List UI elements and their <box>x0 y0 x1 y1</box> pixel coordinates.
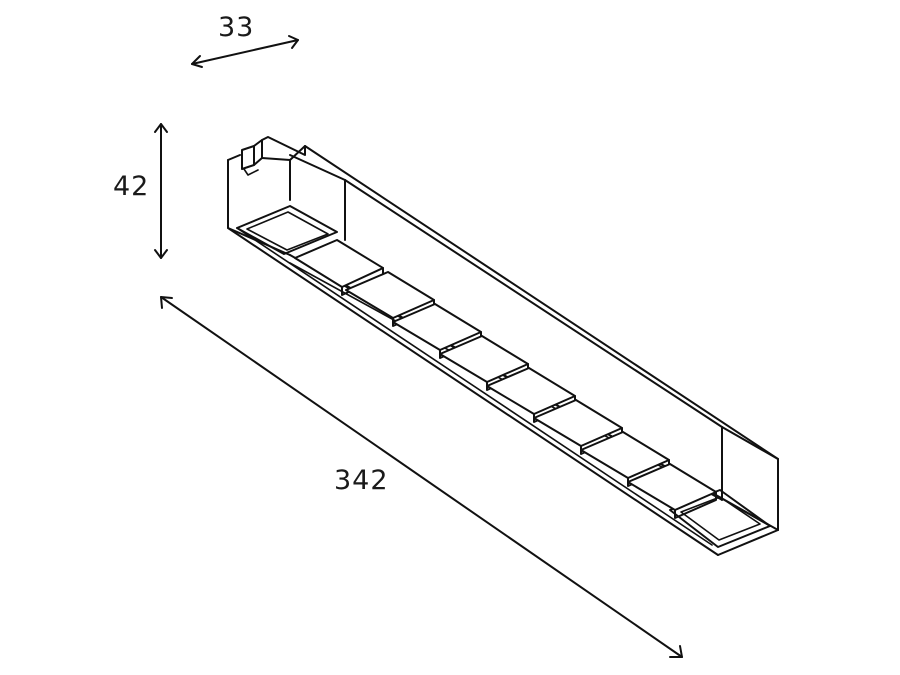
length-dimension-arrow <box>160 296 683 658</box>
lens-cell <box>627 463 717 519</box>
height-dimension-label: 42 <box>113 171 150 202</box>
lens-cells <box>294 239 717 519</box>
track-adapter <box>241 136 306 176</box>
width-dimension-label: 33 <box>218 12 255 43</box>
height-dimension-arrow <box>154 123 168 259</box>
length-dimension-label: 342 <box>334 465 389 496</box>
width-dimension-arrow <box>191 35 299 68</box>
